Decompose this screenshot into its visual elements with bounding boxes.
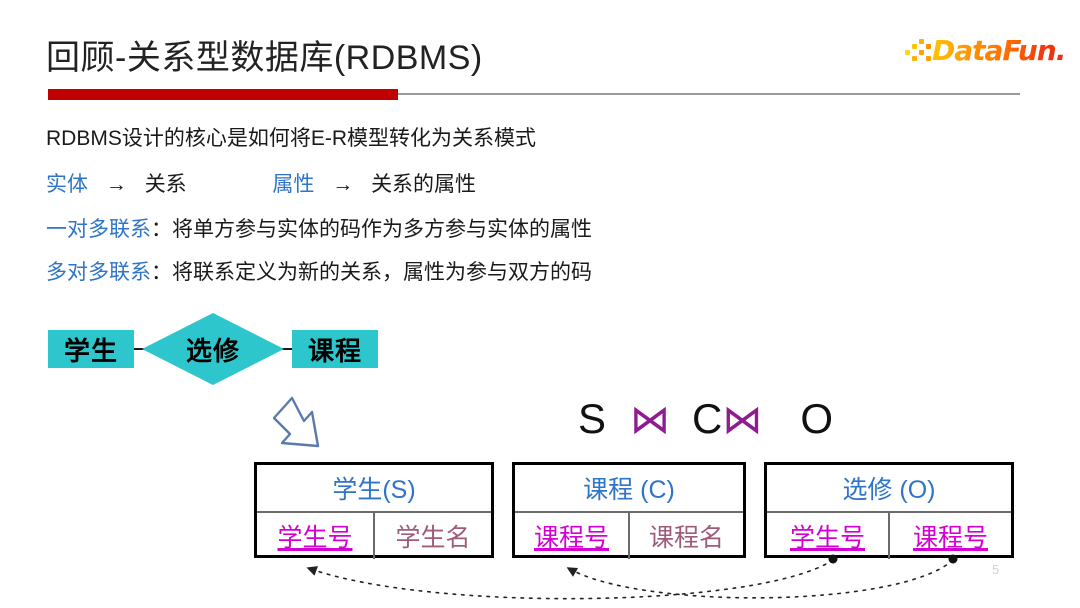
body-line-3: 一对多联系：将单方参与实体的码作为多方参与实体的属性	[46, 219, 592, 240]
er-entity-student: 学生	[48, 330, 134, 368]
er-relationship-label: 选修	[185, 335, 240, 366]
relation-columns-course: 课程号 课程名	[515, 513, 743, 559]
relation-columns-student: 学生号 学生名	[257, 513, 491, 559]
body-line-1: RDBMS设计的核心是如何将E-R模型转化为关系模式	[46, 127, 537, 150]
join-formula: S⋈C⋈O	[578, 398, 833, 441]
er-relationship-elective: 选修	[142, 313, 284, 385]
many-to-many-label: 多对多联系	[46, 261, 151, 284]
one-to-many-label: 一对多联系	[46, 218, 151, 241]
join-term-o: O	[800, 395, 834, 442]
column-course-name: 课程名	[628, 513, 743, 559]
arrow-right-icon-1: →	[105, 173, 127, 196]
column-student-name: 学生名	[373, 513, 491, 559]
column-elective-course-id: 课程号	[888, 513, 1011, 559]
join-operator-icon-2: ⋈	[722, 397, 763, 442]
relation-table-course: 课程 (C) 课程号 课程名	[512, 462, 746, 559]
arrow-right-icon-2: →	[332, 173, 354, 196]
join-operator-icon-1: ⋈	[630, 397, 671, 442]
body-line-2: 实体 → 关系 属性 → 关系的属性	[46, 174, 476, 195]
relation-columns-elective: 学生号 课程号	[767, 513, 1011, 559]
page-title: 回顾-关系型数据库(RDBMS)	[46, 39, 483, 77]
block-arrow-down-right-icon	[272, 396, 338, 453]
title-underline-red	[48, 89, 398, 100]
brand-logo: DataFun.	[905, 34, 1066, 68]
page-number: 5	[992, 562, 1000, 577]
column-course-id: 课程号	[533, 524, 609, 552]
column-elective-student-id: 学生号	[789, 524, 865, 552]
fk-line-student	[306, 559, 834, 600]
many-to-many-text: ：将联系定义为新的关系，属性为参与双方的码	[151, 261, 592, 284]
join-term-c: C	[692, 395, 723, 442]
relation-table-student: 学生(S) 学生号 学生名	[254, 462, 494, 559]
title-underline-gray	[398, 93, 1020, 95]
relation-table-elective: 选修 (O) 学生号 课程号	[764, 462, 1014, 559]
mapping-result-relation: 关系	[144, 173, 187, 196]
er-entity-course: 课程	[292, 330, 378, 368]
fk-line-course	[566, 559, 954, 599]
join-term-s: S	[578, 395, 607, 442]
relation-name-elective: 选修 (O)	[767, 465, 1011, 513]
body-line-4: 多对多联系：将联系定义为新的关系，属性为参与双方的码	[46, 262, 592, 283]
pixel-dots-icon	[905, 39, 931, 63]
relation-name-student: 学生(S)	[257, 465, 491, 513]
brand-wordmark: DataFun.	[932, 34, 1066, 67]
column-student-id: 学生号	[277, 524, 353, 552]
one-to-many-text: ：将单方参与实体的码作为多方参与实体的属性	[151, 218, 592, 241]
mapping-result-relation-attribute: 关系的属性	[371, 173, 477, 196]
mapping-term-entity: 实体	[46, 173, 88, 196]
relation-name-course: 课程 (C)	[515, 465, 743, 513]
mapping-term-attribute: 属性	[272, 173, 315, 196]
